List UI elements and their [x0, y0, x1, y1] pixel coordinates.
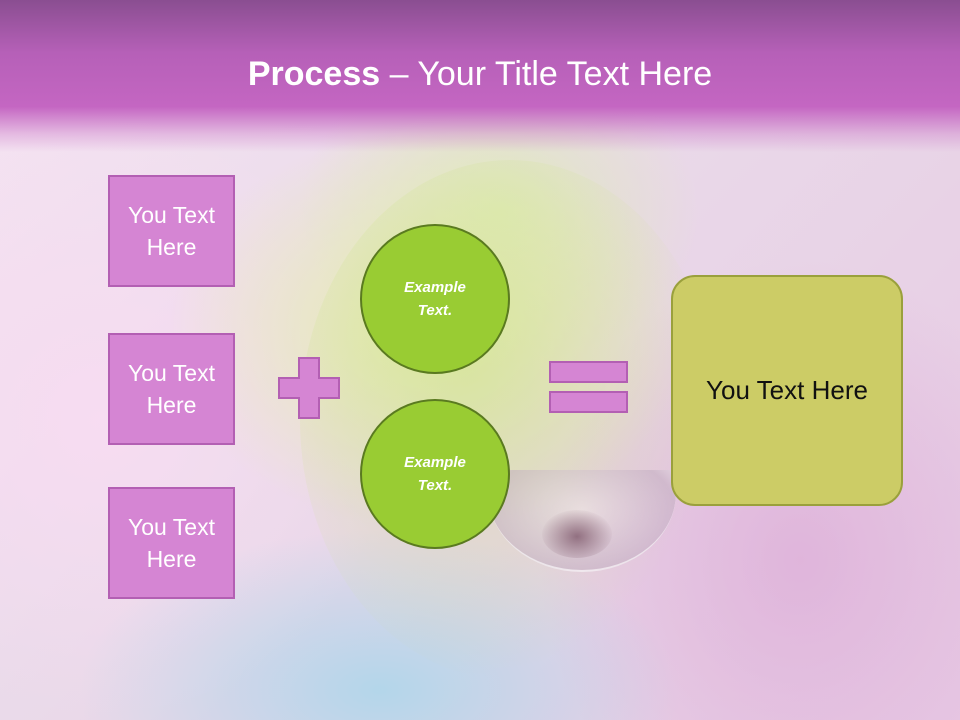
input-box-label: You Text Here	[128, 360, 215, 418]
title-bold: Process	[247, 55, 381, 93]
plus-icon	[278, 357, 340, 419]
title-bar	[0, 0, 960, 152]
water-drop-reflection	[542, 510, 612, 558]
example-circle-2[interactable]: Example Text.	[360, 399, 510, 549]
leaf-background-glow	[300, 160, 720, 680]
input-box-1[interactable]: You Text Here	[108, 175, 235, 287]
input-box-label: You Text Here	[128, 202, 215, 260]
slide-title: Process – Your Title Text Here	[0, 52, 960, 96]
input-box-label: You Text Here	[128, 514, 215, 572]
title-rest: – Your Title Text Here	[380, 55, 713, 93]
equals-icon	[549, 361, 628, 413]
input-box-2[interactable]: You Text Here	[108, 333, 235, 445]
circle-label: Example Text.	[404, 279, 466, 319]
example-circle-1[interactable]: Example Text.	[360, 224, 510, 374]
input-box-3[interactable]: You Text Here	[108, 487, 235, 599]
result-box[interactable]: You Text Here	[671, 275, 903, 506]
result-label: You Text Here	[706, 375, 868, 405]
circle-label: Example Text.	[404, 454, 466, 494]
